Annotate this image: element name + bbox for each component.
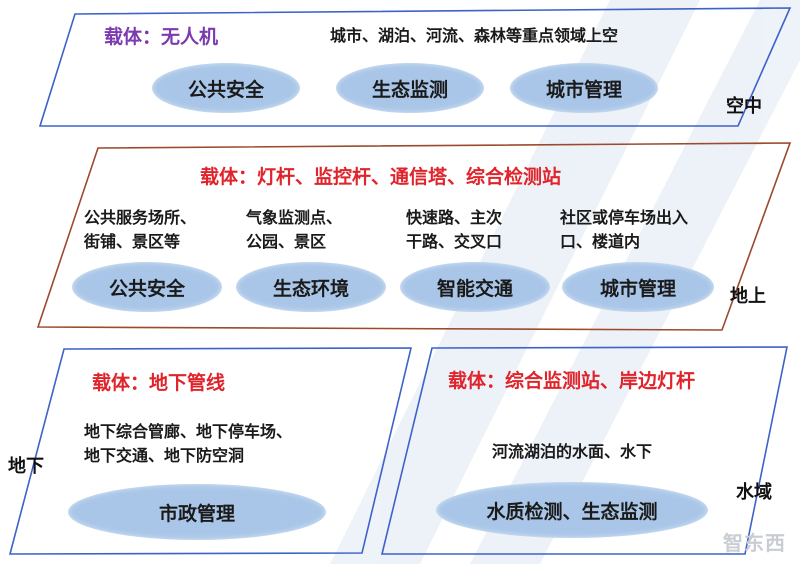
zone-label-ground: 地上 (730, 286, 766, 307)
ground-description-1: 公共服务场所、 街铺、景区等 (84, 206, 196, 254)
description-line: 公共服务场所、 (84, 208, 197, 227)
ground-description-3: 快速路、主次 干路、交叉口 (406, 206, 502, 254)
sky-pill-public-safety: 公共安全 (152, 63, 300, 113)
description-line: 地下交通、地下防空洞 (84, 446, 245, 465)
zone-label-sky: 空中 (726, 96, 762, 117)
ground-pill-label: 生态环境 (272, 277, 349, 300)
ground-pill-label: 公共安全 (108, 277, 185, 300)
ground-pill-city-management: 城市管理 (562, 262, 714, 312)
underground-carrier-title: 载体：地下管线 (92, 372, 226, 394)
underground-pill-label: 市政管理 (158, 502, 235, 525)
water-layer-frame (380, 346, 788, 555)
watermark-logo: 智东西 (723, 531, 786, 555)
sky-carrier-title: 载体：无人机 (104, 26, 219, 48)
zone-label-underground: 地下 (8, 456, 44, 477)
sky-pill-city-management: 城市管理 (510, 63, 658, 113)
ground-pill-label: 城市管理 (599, 277, 676, 300)
ground-carrier-title: 载体：灯杆、监控杆、通信塔、综合检测站 (200, 166, 562, 188)
sky-pill-label: 城市管理 (545, 78, 622, 101)
sky-description: 城市、湖泊、河流、森林等重点领域上空 (330, 26, 619, 45)
description-line: 干路、交叉口 (406, 232, 503, 251)
sky-pill-label: 生态监测 (371, 78, 448, 101)
ground-layer-frame (36, 142, 792, 331)
sky-pill-ecology: 生态监测 (336, 63, 484, 113)
description-line: 公园、景区 (246, 232, 327, 251)
description-line: 街铺、景区等 (84, 232, 181, 251)
description-line: 地下综合管廊、地下停车场、 (84, 422, 293, 441)
zone-label-water: 水域 (736, 482, 772, 503)
ground-description-2: 气象监测点、 公园、景区 (246, 206, 342, 254)
ground-pill-environment: 生态环境 (236, 262, 386, 312)
underground-description: 地下综合管廊、地下停车场、 地下交通、地下防空洞 (84, 420, 292, 468)
description-line: 社区或停车场出入 (560, 208, 689, 227)
sky-layer-frame (38, 7, 792, 127)
ground-pill-public-safety: 公共安全 (72, 262, 222, 312)
underground-pill-municipal: 市政管理 (68, 484, 326, 540)
water-pill-label: 水质检测、生态监测 (486, 500, 658, 523)
ground-pill-smart-traffic: 智能交通 (400, 262, 550, 312)
description-line: 快速路、主次 (406, 208, 503, 227)
ground-pill-label: 智能交通 (436, 277, 513, 300)
description-line: 口、楼道内 (560, 232, 641, 251)
sky-pill-label: 公共安全 (187, 78, 264, 101)
water-description: 河流湖泊的水面、水下 (492, 442, 653, 461)
ground-description-4: 社区或停车场出入 口、楼道内 (560, 206, 688, 254)
underground-layer-frame (8, 347, 413, 555)
water-pill-quality-ecology: 水质检测、生态监测 (436, 482, 708, 538)
description-line: 气象监测点、 (246, 208, 343, 227)
water-carrier-title: 载体：综合监测站、岸边灯杆 (448, 370, 696, 392)
